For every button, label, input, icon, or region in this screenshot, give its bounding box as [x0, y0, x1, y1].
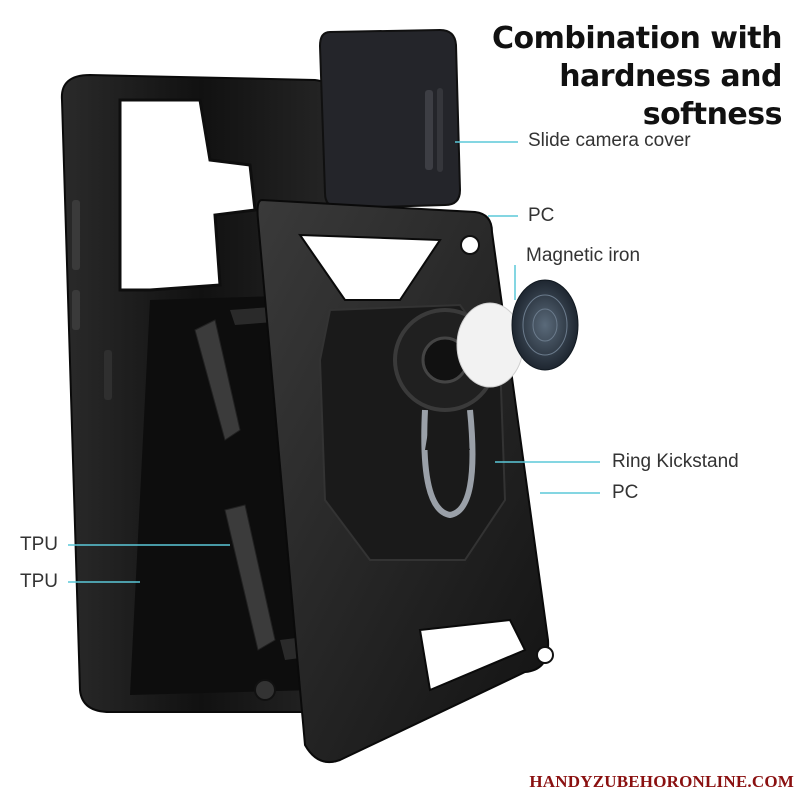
headline-line-1: Combination with	[492, 21, 782, 56]
label-pc-bottom: PC	[612, 482, 639, 503]
leader-lines	[68, 141, 600, 583]
pc-armor-frame	[256, 198, 554, 764]
slide-camera-cover	[318, 28, 462, 210]
label-magnetic-iron: Magnetic iron	[526, 245, 641, 266]
watermark: HANDYZUBEHORONLINE.COM	[529, 772, 794, 791]
magnetic-iron	[456, 279, 579, 388]
label-tpu-bottom: TPU	[20, 571, 58, 592]
headline-line-2: hardness and softness	[559, 59, 782, 132]
label-pc-top: PC	[528, 205, 555, 226]
headline: Combination with hardness and softness	[422, 20, 782, 134]
label-tpu-top: TPU	[20, 534, 58, 555]
label-slide-camera-cover: Slide camera cover	[528, 130, 691, 151]
label-ring-kickstand: Ring Kickstand	[612, 451, 739, 472]
